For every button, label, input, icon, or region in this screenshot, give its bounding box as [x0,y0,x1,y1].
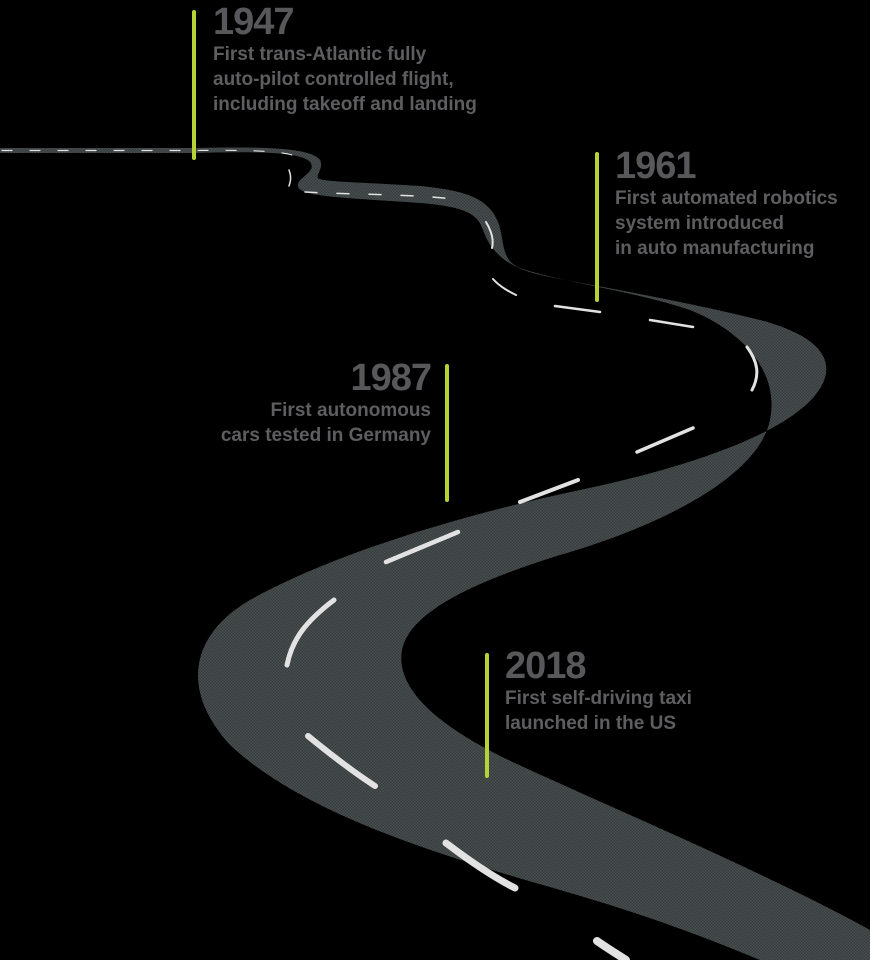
milestone-desc-line: launched in the US [505,713,677,734]
milestone-desc-line: cars tested in Germany [220,425,431,446]
milestone-1987: 1987 First autonomous cars tested in Ger… [220,357,432,448]
milestone-year: 1961 [615,145,697,187]
milestone-pole-1961 [595,152,599,302]
milestone-1947: 1947 First trans-Atlantic fully auto-pil… [213,2,477,117]
milestone-1961: 1961 First automated robotics system int… [615,146,838,261]
milestone-desc-line: in auto manufacturing [615,238,815,259]
milestone-year: 2018 [505,645,587,687]
milestone-desc-line: including takeoff and landing [213,94,477,115]
milestone-desc-line: system introduced [615,213,784,234]
milestone-year: 1987 [350,357,432,399]
milestone-pole-1987 [445,364,449,502]
lane-markings [1,149,759,960]
milestone-desc-line: auto-pilot controlled flight, [213,69,454,90]
milestone-desc-line: First automated robotics [615,188,838,209]
milestone-2018: 2018 First self-driving taxi launched in… [505,646,692,736]
milestone-year: 1947 [213,1,295,43]
road-surface [0,147,870,960]
milestone-pole-1947 [192,10,196,160]
milestone-pole-2018 [485,653,489,778]
milestone-desc-line: First self-driving taxi [505,688,692,709]
milestone-desc-line: First trans-Atlantic fully [213,44,427,65]
milestone-desc-line: First autonomous [270,400,431,421]
